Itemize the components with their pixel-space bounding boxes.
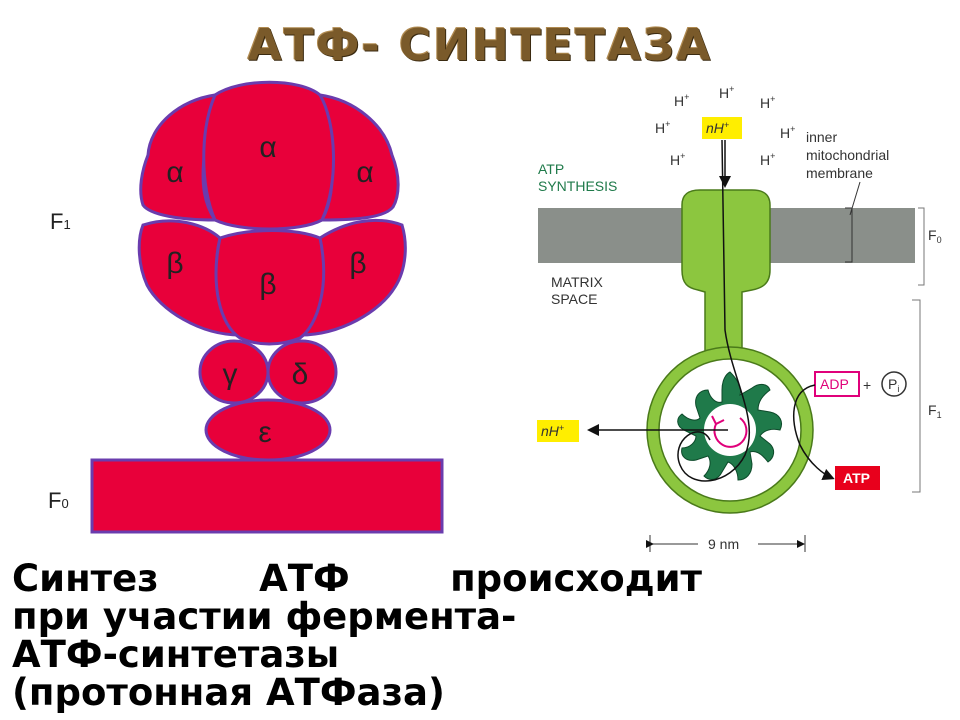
- adp-label: ADP: [820, 376, 849, 392]
- epsilon-label: ε: [258, 416, 271, 449]
- svg-text:H+: H+: [780, 124, 795, 141]
- page-title: АТФ- СИНТЕТАЗА: [247, 20, 713, 71]
- delta-label: δ: [292, 358, 309, 391]
- svg-text:H+: H+: [670, 151, 685, 168]
- nh-output-label: nH+: [541, 423, 564, 439]
- beta-center-subunit: [214, 229, 326, 346]
- alpha-label-left: α: [166, 156, 183, 189]
- f0-label: F0: [48, 488, 69, 513]
- nh-input-label: nH+: [706, 120, 729, 136]
- caption-word-3: происходит: [450, 557, 702, 600]
- beta-label-right: β: [349, 247, 366, 280]
- alpha-label-right: α: [356, 156, 373, 189]
- delta-subunit: [266, 339, 338, 405]
- caption-word-2: АТФ: [259, 557, 350, 600]
- beta-label-left: β: [166, 247, 183, 280]
- atp-box: [835, 466, 880, 490]
- alpha-center-subunit: [202, 80, 335, 231]
- plus-sign: +: [863, 377, 871, 393]
- caption-line-2: при участии фермента-: [12, 595, 517, 638]
- f0-base: [90, 458, 444, 534]
- matrix-space-label-1: MATRIX: [551, 274, 604, 290]
- caption-word-1: Синтез: [12, 557, 159, 600]
- svg-text:H+: H+: [760, 151, 775, 168]
- rotor-gear: [677, 371, 783, 481]
- svg-text:H+: H+: [674, 92, 689, 109]
- nh-input-box: [702, 117, 742, 139]
- caption-line-4: (протонная АТФаза): [12, 671, 445, 714]
- matrix-space-label-2: SPACE: [551, 291, 597, 307]
- gamma-label: γ: [223, 358, 238, 391]
- f0-green-subunit: [681, 189, 771, 353]
- beta-label-center: β: [259, 268, 276, 301]
- f0-bracket: [918, 207, 925, 286]
- caption-line-3: АТФ-синтетазы: [12, 633, 340, 676]
- f0-bracket-label: F0: [928, 227, 942, 245]
- svg-text:H+: H+: [719, 84, 734, 101]
- svg-text:H+: H+: [760, 94, 775, 111]
- atp-label: ATP: [843, 470, 870, 486]
- membrane-label-3: membrane: [806, 165, 873, 181]
- f1-bracket: [912, 299, 921, 493]
- atp-synthesis-label-1: ATP: [538, 161, 564, 177]
- f1-bracket-label: F1: [928, 402, 942, 420]
- caption-text: Синтез АТФ происходит при участии фермен…: [12, 560, 702, 712]
- proton-path: [677, 139, 750, 482]
- svg-text:H+: H+: [655, 119, 670, 136]
- nh-output-box: [537, 420, 579, 442]
- scale-label: 9 nm: [708, 536, 739, 552]
- atp-synthesis-label-2: SYNTHESIS: [538, 178, 617, 194]
- membrane-label-2: mitochondrial: [806, 147, 889, 163]
- pi-label: Pi: [888, 376, 899, 394]
- membrane-label-1: inner: [806, 129, 837, 145]
- pi-circle: [881, 371, 907, 397]
- f1-label: F1: [50, 209, 71, 234]
- proton-cloud: H+ H+ H+ H+ H+ H+ H+: [655, 84, 795, 168]
- adp-box: [814, 371, 860, 397]
- alpha-label-center: α: [259, 131, 276, 164]
